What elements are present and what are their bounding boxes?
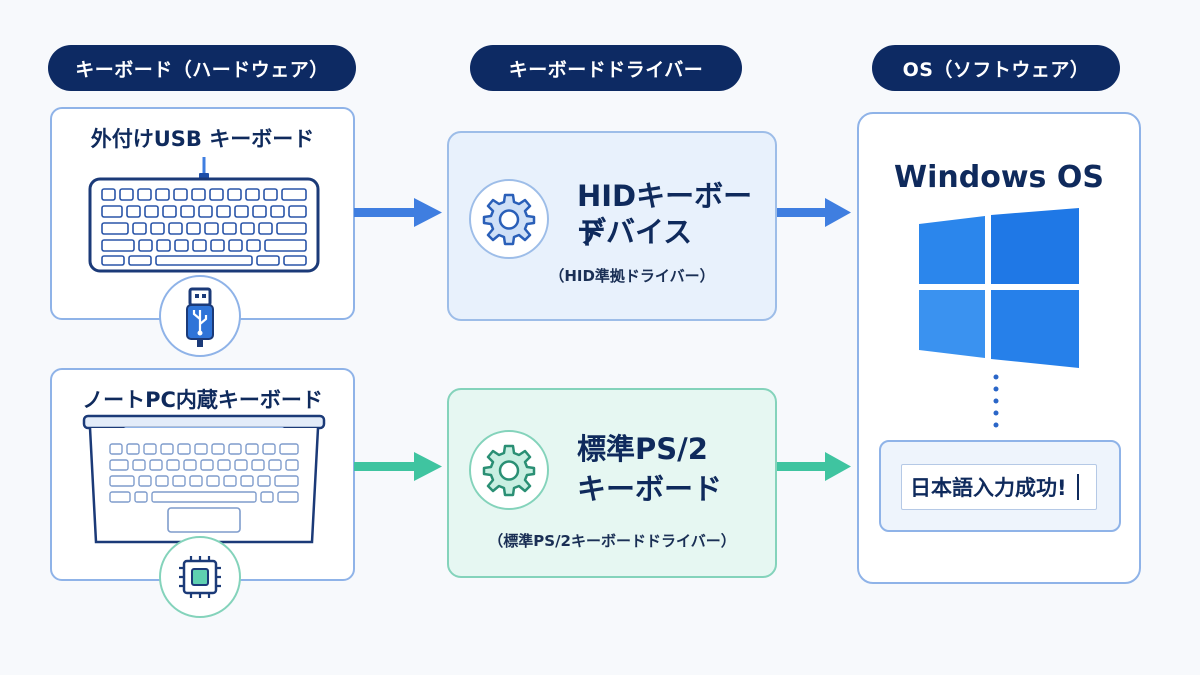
arrow-ps2-to-os	[777, 452, 851, 481]
usb-keyboard-title: 外付けUSB キーボード	[90, 127, 315, 151]
chip-icon	[159, 536, 241, 618]
windows-logo-icon	[919, 208, 1079, 368]
usb-keyboard-icon	[88, 157, 320, 273]
dotted-connector	[993, 374, 999, 428]
gear-icon	[469, 179, 549, 259]
ps2-driver-subtitle: （標準PS/2キーボードドライバー）	[488, 532, 736, 550]
ps2-driver-title-line2: キーボード	[577, 472, 723, 506]
ps2-driver-title-line1: 標準PS/2	[577, 432, 708, 466]
text-caret	[1076, 474, 1079, 500]
header-hardware: キーボード（ハードウェア）	[48, 45, 356, 91]
arrow-laptop-to-ps2	[354, 452, 442, 481]
usb-icon	[159, 275, 241, 357]
gear-icon	[469, 430, 549, 510]
header-driver: キーボードドライバー	[470, 45, 742, 91]
os-title: Windows OS	[894, 160, 1104, 195]
header-os: OS（ソフトウェア）	[872, 45, 1120, 91]
hid-driver-title-line2: デバイス	[577, 215, 693, 249]
laptop-keyboard-title: ノートPC内蔵キーボード	[82, 388, 323, 412]
hid-driver-subtitle: （HID準拠ドライバー）	[549, 267, 715, 285]
arrow-usb-to-hid	[354, 198, 442, 227]
ime-result-box: 日本語入力成功!	[879, 440, 1121, 532]
arrow-hid-to-os	[777, 198, 851, 227]
ime-text: 日本語入力成功!	[910, 476, 1067, 500]
laptop-keyboard-icon	[82, 414, 326, 544]
hid-driver-title-line1: HIDキーボード	[577, 179, 753, 251]
ime-text-field[interactable]: 日本語入力成功!	[901, 464, 1097, 510]
os-card: Windows OS 日本語入力成功!	[857, 112, 1141, 584]
hid-driver-card: HIDキーボード デバイス （HID準拠ドライバー）	[447, 131, 777, 321]
ps2-driver-card: 標準PS/2 キーボード （標準PS/2キーボードドライバー）	[447, 388, 777, 578]
